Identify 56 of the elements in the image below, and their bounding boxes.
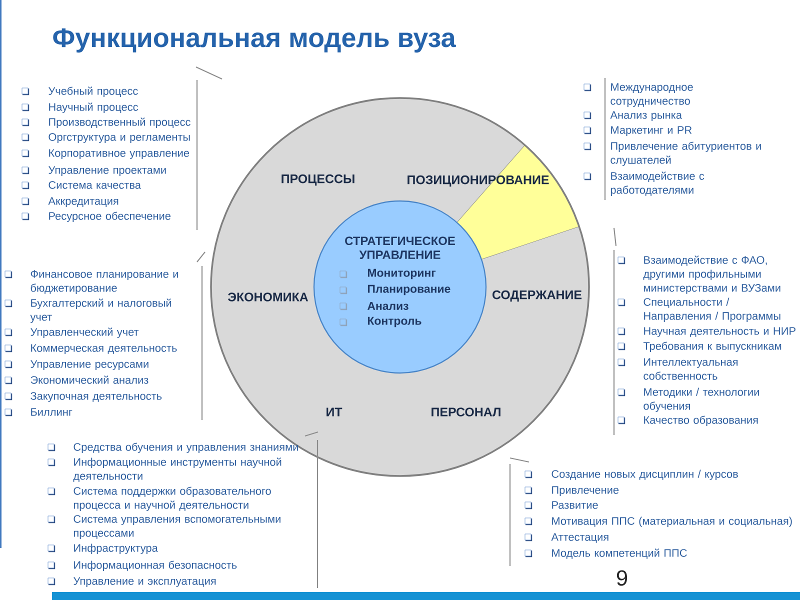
list-item: Система поддержки образовательного процесса и научной деятельности	[74, 486, 271, 511]
list-item: Научная деятельность и НИР	[644, 327, 796, 338]
list-item: Специальности / Направления / Программы	[644, 298, 780, 322]
list-item: Биллинг	[31, 408, 72, 416]
sector-label: СОДЕРЖАНИЕ	[492, 290, 582, 302]
list-item: Управление и эксплуатация	[74, 577, 216, 588]
list-item: Интеллектуальная собственность	[644, 358, 738, 380]
list-item: Информационная безопасность	[74, 560, 237, 572]
list-item: Анализ	[367, 302, 408, 310]
sector-label: ПОЗИЦИОНИРОВАНИЕ	[408, 175, 549, 187]
page-number: 9	[616, 570, 628, 586]
sector-label: ИТ	[326, 408, 342, 416]
list-item: Анализ рынка	[610, 111, 682, 122]
list-item: Аттестация	[551, 533, 608, 543]
list-item: Требования к выпускникам	[643, 342, 782, 352]
list-item: Качество образования	[644, 416, 758, 426]
list-item: Модель компетенций ППС	[552, 548, 687, 559]
list-item: Управление проектами	[48, 166, 166, 176]
list-item: Бухгалтерский и налоговый учет	[30, 298, 172, 323]
list-item: Закупочная деятельность	[30, 392, 162, 402]
list-item: Корпоративное управление	[49, 149, 190, 160]
list-item: Система качества	[48, 181, 141, 189]
list-item: Взаимодействие с ФАО, другими профильными министерствами и ВУЗами	[643, 256, 780, 294]
list-item: Методики / технологии обучения	[644, 388, 759, 412]
list-item: Инфраструктура	[74, 544, 158, 554]
list-item: Ресурсное обеспечение	[49, 212, 170, 222]
list-item: Финансовое планирование и бюджетирование	[30, 270, 178, 294]
list-item: Контроль	[368, 316, 422, 328]
circle-title: СТРАТЕГИЧЕСКОЕ УПРАВЛЕНИЕ	[345, 236, 455, 259]
title: Функциональная модель вуза	[53, 28, 456, 53]
list-item: Коммерческая деятельность	[31, 344, 177, 354]
sector-label: ЭКОНОМИКА	[228, 292, 308, 302]
list-item: Привлечение	[552, 486, 619, 496]
list-item: Мотивация ППС (материальная и социальная)	[552, 516, 792, 528]
list-item: Оргструктура и регламенты	[48, 133, 190, 144]
list-item: Управленческий учет	[30, 328, 139, 338]
list-item: Учебный процесс	[48, 86, 138, 98]
list-item: Система управления вспомогательными процессами	[74, 515, 280, 539]
list-item: Управление ресурсами	[30, 360, 148, 370]
list-item: Маркетинг и PR	[611, 126, 692, 136]
list-item: Средства обучения и управления знаниями	[74, 442, 298, 454]
list-item: Международное сотрудничество	[610, 83, 693, 107]
list-item: Привлечение абитуриентов и слушателей	[610, 142, 761, 166]
inner-circle	[313, 200, 487, 374]
list-item: Планирование	[368, 284, 450, 296]
list-item: Аккредитация	[48, 197, 118, 208]
list-item: Развитие	[552, 501, 598, 509]
list-item: Экономический анализ	[30, 376, 148, 384]
list-item: Взаимодействие с работодателями	[610, 172, 704, 196]
list-item: Производственный процесс	[49, 118, 190, 128]
sector-label: ПЕРСОНАЛ	[432, 408, 500, 416]
list-item: Научный процесс	[49, 102, 138, 114]
sector-label: ПРОЦЕССЫ	[282, 174, 354, 186]
list-item: Мониторинг	[368, 268, 436, 280]
list-item: Создание новых дисциплин / курсов	[552, 470, 738, 480]
list-item: Информационные инструменты научной деятельности	[73, 458, 282, 482]
